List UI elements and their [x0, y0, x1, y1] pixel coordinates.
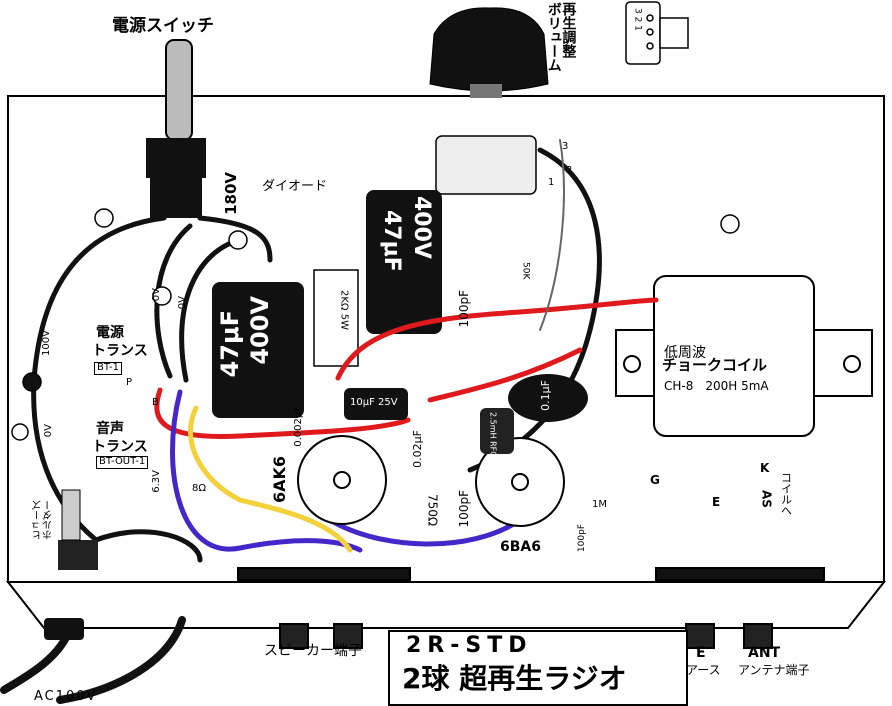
v180-label: 180V	[222, 172, 240, 215]
audio-trans-code: BT-OUT-1	[96, 456, 149, 469]
capacitor-400v-right	[366, 190, 442, 334]
cap-100pf-top-label: 100pF	[457, 290, 471, 328]
tap-6.3v-label: 6.3V	[151, 470, 162, 493]
model-label: 2R-STD	[406, 633, 533, 658]
v100-label: 100V	[41, 330, 52, 356]
ac-cord	[0, 616, 186, 704]
speaker-terminal-label: スピーカー端子	[264, 643, 362, 659]
resistor-2k-label: 2KΩ 5W	[338, 290, 350, 330]
cap-0.002uf-label: 0.002μF	[293, 406, 304, 447]
diode-label: ダイオード	[262, 179, 328, 194]
regen-volume-knob[interactable]	[429, 7, 549, 98]
mounting-nuts	[11, 208, 740, 441]
terminal-strips	[237, 567, 825, 649]
main-title: 2球 超再生ラジオ	[402, 662, 627, 695]
terminal-g-label: G	[650, 473, 660, 487]
rfc-label: 2.5mH RFC	[488, 412, 498, 457]
audio-trans-line2: トランス	[92, 439, 148, 455]
choke-coil	[615, 275, 873, 437]
r750-label: 750Ω	[425, 494, 440, 527]
cap-right-uf: 47μF	[379, 210, 405, 272]
cap-right-voltage: 400V	[409, 196, 435, 259]
pot-pins-label: 3 2 1	[632, 8, 643, 31]
capacitor-400v-left	[212, 282, 304, 418]
potentiometer	[435, 135, 537, 195]
audio-trans-line1: 音声	[96, 421, 124, 437]
r1m-label: 1M	[592, 499, 607, 510]
cap-0.1uf-label: 0.1μF	[539, 380, 552, 411]
tube-6ak6-label: 6AK6	[270, 456, 289, 504]
terminal-k-label: K	[760, 461, 770, 475]
pot-pin3-label: 3	[562, 141, 569, 152]
cap-left-voltage: 400V	[246, 296, 274, 365]
fuse-holder-label: ヒューズ ホルダー	[33, 500, 55, 540]
coil-label: コイルへ	[779, 472, 793, 516]
v0-mid-label: 0V	[177, 296, 188, 310]
capacitor-10uf	[344, 388, 408, 420]
cap-0.02uf-label: 0.02μF	[411, 430, 424, 468]
resistor-2k-5w	[313, 269, 359, 367]
terminal-e-label: E	[696, 645, 706, 661]
tap-p-label: P	[126, 377, 133, 388]
antenna-terminal-label: アンテナ端子	[738, 663, 810, 677]
tap-8ohm-label: 8Ω	[192, 483, 207, 494]
power-trans-line2: トランス	[92, 343, 148, 359]
tap-b-label: B	[152, 397, 159, 408]
regen-volume-label: 再生調整 ボリューム	[545, 2, 577, 72]
rfc-coil	[480, 408, 514, 454]
terminal-ant-label: ANT	[748, 645, 781, 661]
earth-label: アース	[686, 663, 721, 677]
cap-10uf-label: 10μF 25V	[350, 397, 398, 408]
fuse-holder	[58, 489, 98, 570]
cord-bushing	[44, 618, 84, 640]
cap-100pf-low-label: 100pF	[577, 524, 587, 553]
v0-bottom-label: 0V	[151, 288, 162, 302]
power-switch[interactable]	[146, 39, 206, 218]
pot-pinout-icon	[625, 1, 689, 65]
tube-6ba6-label: 6BA6	[500, 539, 541, 555]
capacitor-0.1uf	[508, 374, 588, 422]
ac100v-label: AC100V	[34, 689, 98, 704]
power-switch-label: 電源スイッチ	[112, 16, 214, 36]
power-trans-line1: 電源	[96, 325, 124, 341]
cap-100pf-mid-label: 100pF	[457, 490, 471, 528]
terminal-e-small-label: E	[712, 495, 721, 509]
pot-pin2-label: 2	[566, 165, 573, 176]
choke-line1: 低周波	[664, 345, 706, 361]
cap-left-uf: 47μF	[216, 310, 244, 378]
choke-line3: CH-8 200H 5mA	[664, 379, 769, 393]
pot-pin1-label: 1	[548, 177, 555, 188]
terminal-as-label: AS	[759, 490, 774, 508]
resistor-50k-label: 50K	[520, 262, 531, 280]
tube-socket-6ba6	[475, 437, 565, 527]
v0-left-label: 0V	[43, 424, 54, 438]
tube-socket-6ak6	[297, 435, 387, 525]
power-trans-code: BT-1	[94, 362, 123, 375]
choke-line2: チョークコイル	[662, 356, 768, 374]
title-box: 2R-STD 2球 超再生ラジオ	[388, 630, 688, 706]
